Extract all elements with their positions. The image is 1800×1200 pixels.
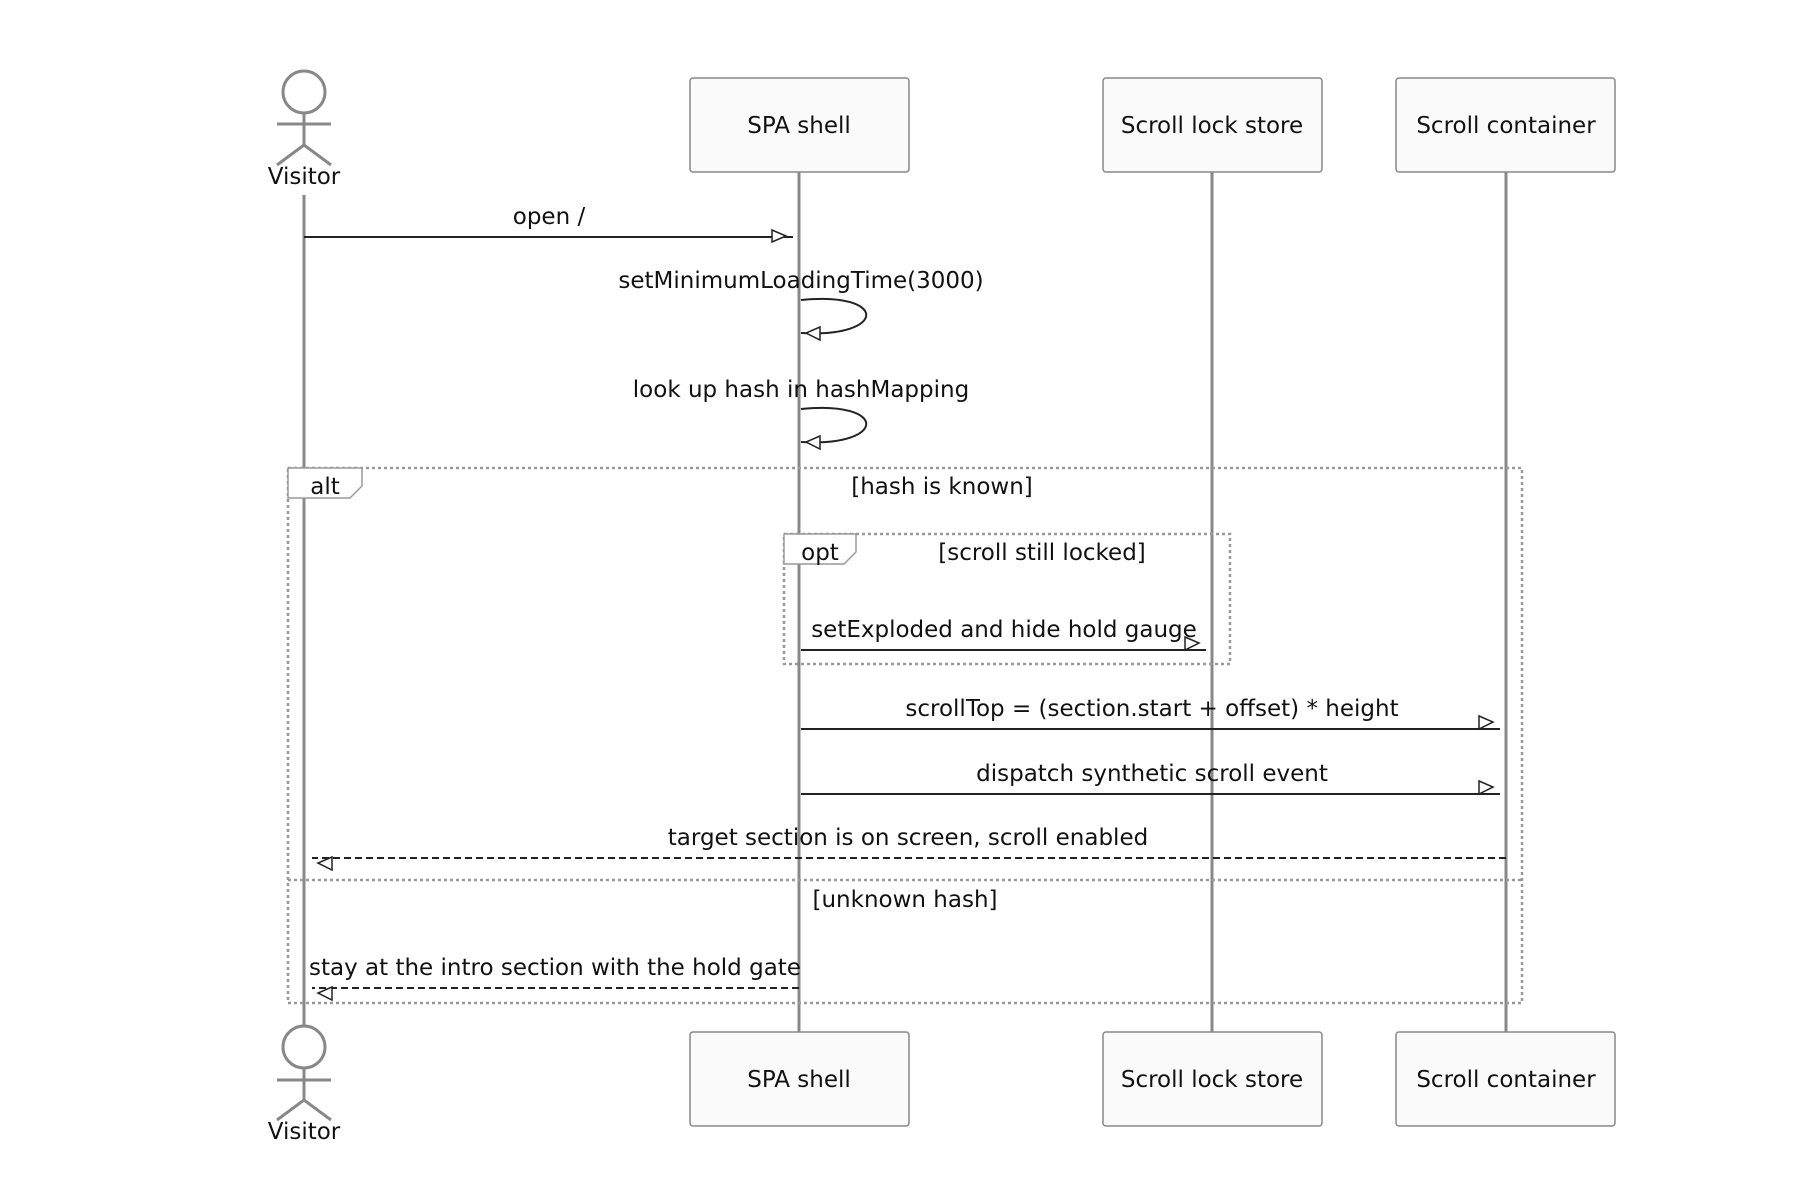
participant-label: SPA shell [747, 1067, 851, 1093]
participant-label: Scroll container [1416, 113, 1596, 139]
alt-condition: [hash is known] [851, 474, 1033, 500]
message-look-up-hash: look up hash in hashMapping [633, 377, 969, 451]
message-dispatch-scroll-event: dispatch synthetic scroll event [801, 761, 1500, 796]
message-label: dispatch synthetic scroll event [976, 761, 1328, 787]
participant-scroll-lock-store-top: Scroll lock store [1102, 77, 1323, 173]
message-set-exploded: setExploded and hide hold gauge [801, 617, 1206, 652]
actor-head [281, 1024, 327, 1070]
participant-label: Scroll container [1416, 1067, 1596, 1093]
opt-condition: [scroll still locked] [938, 540, 1146, 566]
alt-else-condition: [unknown hash] [813, 887, 998, 913]
message-target-section-on-screen: target section is on screen, scroll enab… [312, 825, 1506, 872]
message-label: stay at the intro section with the hold … [309, 955, 801, 981]
message-open: open / [304, 204, 793, 244]
participant-visitor-bottom: Visitor [268, 1024, 341, 1145]
actor-head [281, 69, 327, 115]
message-label: look up hash in hashMapping [633, 377, 969, 403]
opt-fragment: opt [scroll still locked] [782, 532, 1232, 666]
participant-label: Visitor [268, 1119, 341, 1145]
participant-scroll-container-bottom: Scroll container [1395, 1031, 1616, 1127]
message-label: scrollTop = (section.start + offset) * h… [905, 696, 1398, 722]
participant-scroll-lock-store-bottom: Scroll lock store [1102, 1031, 1323, 1127]
participant-spa-shell-bottom: SPA shell [689, 1031, 910, 1127]
message-label: setMinimumLoadingTime(3000) [618, 268, 983, 294]
participant-label: Scroll lock store [1121, 1067, 1303, 1093]
message-label: open / [513, 204, 586, 230]
message-label: setExploded and hide hold gauge [811, 617, 1197, 643]
alt-fragment: alt [hash is known] [unknown hash] [286, 466, 1524, 1005]
participant-scroll-container-top: Scroll container [1395, 77, 1616, 173]
participant-spa-shell-top: SPA shell [689, 77, 910, 173]
participant-label: Scroll lock store [1121, 113, 1303, 139]
participant-label: Visitor [268, 164, 341, 190]
message-scroll-top: scrollTop = (section.start + offset) * h… [801, 696, 1500, 731]
message-stay-at-intro: stay at the intro section with the hold … [309, 955, 801, 1002]
opt-keyword: opt [801, 540, 839, 566]
message-set-minimum-loading-time: setMinimumLoadingTime(3000) [618, 268, 984, 342]
participant-visitor-top: Visitor [268, 69, 341, 190]
participant-label: SPA shell [747, 113, 851, 139]
message-label: target section is on screen, scroll enab… [668, 825, 1148, 851]
alt-keyword: alt [310, 474, 340, 500]
